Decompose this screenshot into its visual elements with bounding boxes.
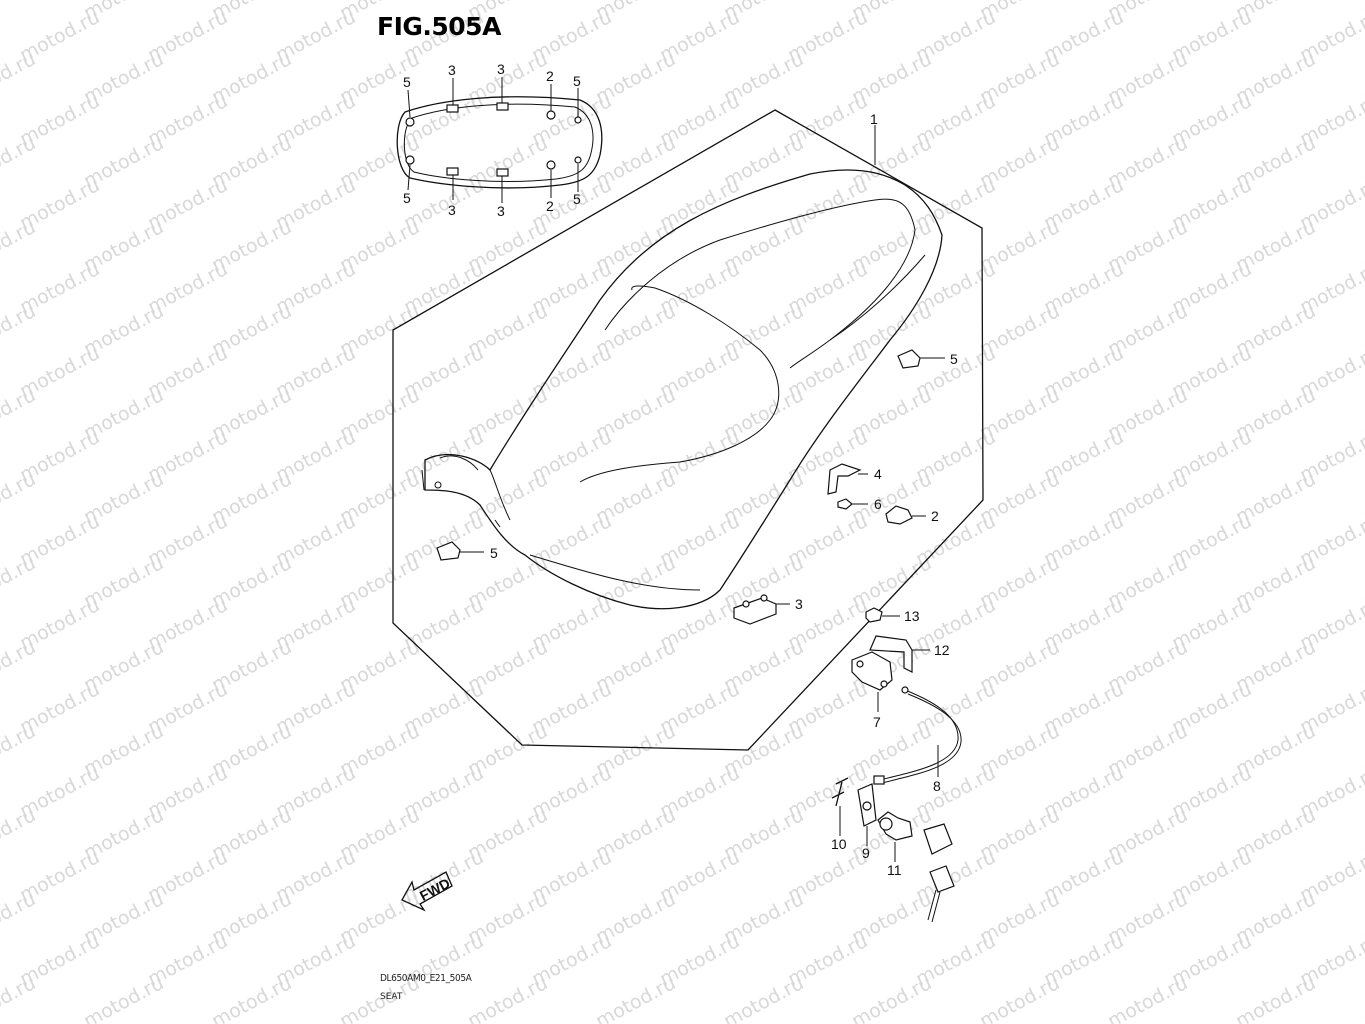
watermark-text: motod.ru	[0, 552, 39, 612]
nut-6	[837, 498, 868, 510]
inset-bottom-callout-5b: 5	[573, 191, 581, 207]
callout-11: 11	[887, 862, 902, 878]
inset-top-callout-3a: 3	[448, 62, 456, 78]
watermark-text: motod.ru	[0, 468, 39, 528]
watermark-text: motod.ru	[0, 216, 39, 276]
lock-set-11	[877, 811, 955, 923]
callout-2-right: 2	[931, 508, 939, 524]
callout-6: 6	[874, 496, 882, 512]
bracket-4	[827, 463, 868, 495]
seat-underside-inset	[396, 77, 603, 203]
callout-5-left: 5	[490, 545, 498, 561]
cushion-5-right	[897, 349, 945, 369]
clip-10	[831, 777, 849, 836]
inset-bottom-callout-3a: 3	[448, 202, 456, 218]
seat-assembly-frame	[392, 109, 984, 751]
callout-8: 8	[933, 778, 941, 794]
seat-lock-7	[851, 651, 893, 712]
nut-13	[865, 607, 900, 623]
callout-13: 13	[904, 608, 920, 624]
watermark-text: motod.ru	[1360, 972, 1365, 1024]
callout-12: 12	[934, 642, 950, 658]
plate-9	[857, 783, 877, 846]
watermark-text: motod.ru	[0, 300, 39, 360]
inset-top-callout-5b: 5	[573, 73, 581, 89]
watermark-text: motod.ru	[0, 720, 39, 780]
watermark-text: motod.ru	[1104, 972, 1191, 1024]
watermark-text: motod.ru	[720, 972, 807, 1024]
callout-5-right: 5	[950, 351, 958, 367]
bracket-12	[869, 635, 930, 673]
inset-bottom-callout-2: 2	[546, 198, 554, 214]
callout-9: 9	[862, 845, 870, 861]
watermark-text: motod.ru	[976, 972, 1063, 1024]
callout-10: 10	[831, 836, 847, 852]
inset-bottom-callout-5a: 5	[403, 190, 411, 206]
watermark-text: motod.ru	[0, 132, 39, 192]
callout-1: 1	[870, 111, 878, 127]
watermark-text: motod.ru	[464, 972, 551, 1024]
watermark-text: motod.ru	[0, 0, 39, 24]
watermark-text: motod.ru	[0, 804, 39, 864]
callout-4: 4	[874, 466, 882, 482]
cushion-3	[733, 594, 790, 625]
figure-title: FIG.505A	[377, 12, 501, 41]
watermark-text: motod.ru	[848, 972, 935, 1024]
watermark-text: motod.ru	[80, 972, 167, 1024]
watermark-text: motod.ru	[0, 636, 39, 696]
watermark-text: motod.ru	[0, 888, 39, 948]
figure-name: SEAT	[380, 992, 403, 1002]
figure-code: DL650AM0_E21_505A	[380, 973, 472, 984]
cushion-2	[885, 505, 926, 525]
watermark-text: motod.ru	[592, 972, 679, 1024]
watermark-text: motod.ru	[1232, 972, 1319, 1024]
inset-top-callout-3b: 3	[497, 61, 505, 77]
inset-top-callout-5a: 5	[403, 74, 411, 90]
cable-8	[873, 686, 962, 785]
callout-7: 7	[873, 714, 881, 730]
watermark-text: motod.ru	[0, 48, 39, 108]
seat-drawing	[421, 169, 943, 610]
cushion-5-left	[436, 541, 484, 561]
watermark-text: motod.ru	[0, 384, 39, 444]
inset-bottom-callout-3b: 3	[497, 203, 505, 219]
callout-3-bottom: 3	[795, 596, 803, 612]
watermark-text: motod.ru	[208, 972, 295, 1024]
inset-top-callout-2: 2	[546, 68, 554, 84]
